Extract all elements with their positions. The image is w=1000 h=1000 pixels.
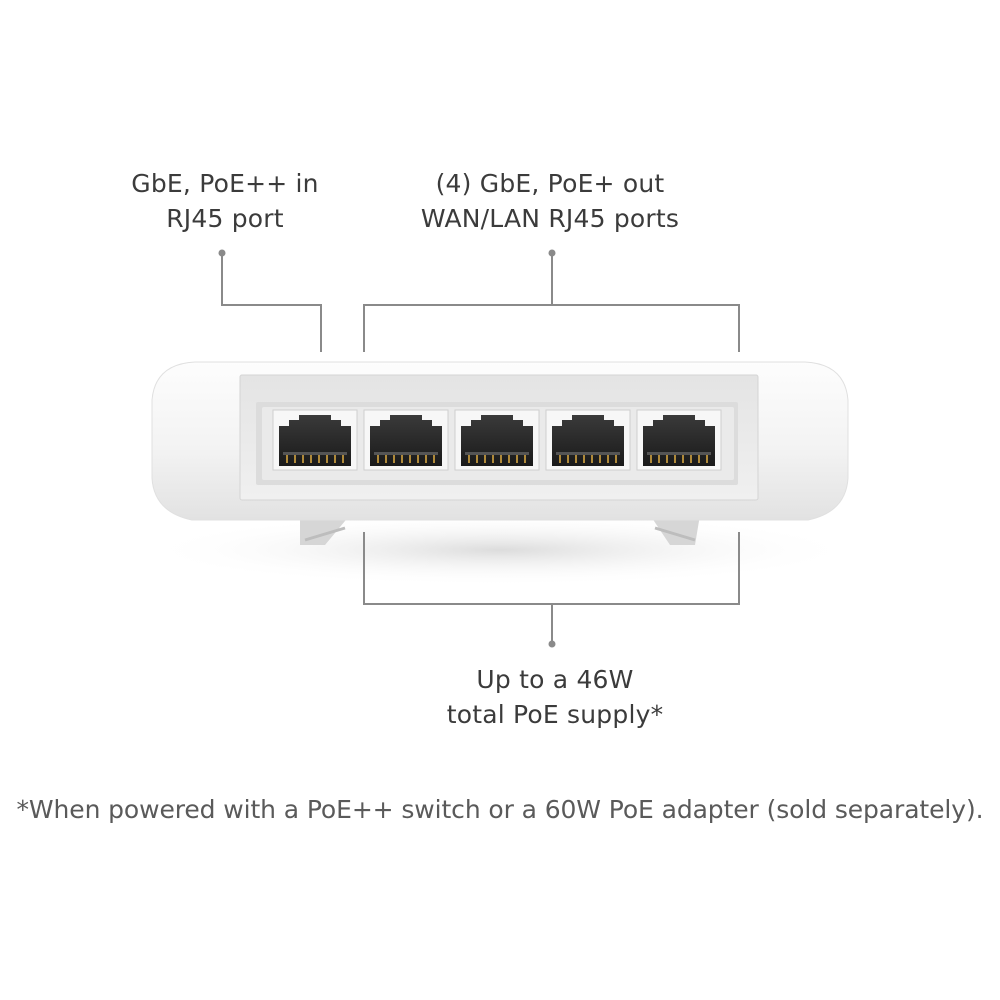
callout-poe-in: GbE, PoE++ in RJ45 port <box>95 166 355 236</box>
callout-poe-supply-line1: Up to a 46W <box>476 665 634 694</box>
rj45-port <box>454 409 540 471</box>
device-shadow <box>140 514 860 586</box>
footnote: *When powered with a PoE++ switch or a 6… <box>16 795 984 824</box>
leader-dot-poe-supply <box>548 640 556 648</box>
callout-poe-supply-line2: total PoE supply* <box>446 700 664 729</box>
callout-poe-out-line2: WAN/LAN RJ45 ports <box>420 204 680 233</box>
callout-poe-out-line1: (4) GbE, PoE+ out <box>435 169 665 198</box>
leader-line-poe-in <box>221 253 322 352</box>
rj45-port <box>272 409 358 471</box>
bracket-poe-out <box>363 304 740 352</box>
callout-poe-out: (4) GbE, PoE+ out WAN/LAN RJ45 ports <box>380 166 720 236</box>
rj45-port <box>363 409 449 471</box>
leader-lines <box>218 249 740 648</box>
callout-poe-in-line2: RJ45 port <box>166 204 284 233</box>
rj45-port <box>636 409 722 471</box>
callout-poe-in-line1: GbE, PoE++ in <box>131 169 319 198</box>
callout-poe-supply: Up to a 46W total PoE supply* <box>405 662 705 732</box>
rj45-port <box>545 409 631 471</box>
device-stand <box>300 515 700 545</box>
rj45-port-group <box>272 409 722 471</box>
